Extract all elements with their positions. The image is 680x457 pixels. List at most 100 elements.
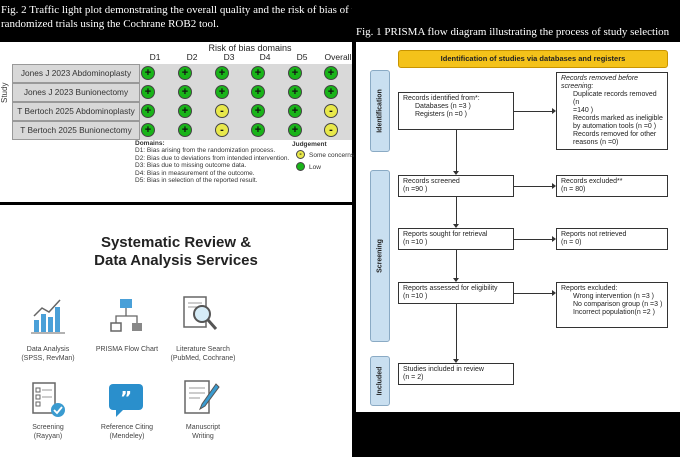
box-reports-excluded: Reports excluded: Wrong intervention (n … bbox=[556, 282, 668, 328]
legend-some-concerns-label: Some concerns bbox=[309, 152, 355, 159]
rob-row-background bbox=[140, 83, 352, 102]
service-data-analysis: Data Analysis (SPSS, RevMan) bbox=[21, 346, 75, 362]
low-risk-dot: + bbox=[288, 85, 302, 99]
low-risk-dot: + bbox=[141, 85, 155, 99]
arrow-sought-to-not-retrieved bbox=[514, 239, 552, 240]
rob-row-background bbox=[140, 64, 352, 83]
rob-title: Risk of bias domains bbox=[208, 43, 292, 53]
horizontal-divider bbox=[0, 202, 352, 205]
low-risk-dot: + bbox=[288, 104, 302, 118]
prisma-header: Identification of studies via databases … bbox=[398, 50, 668, 68]
box-reports-not-retrieved: Reports not retrieved (n = 0) bbox=[556, 228, 668, 250]
column-header-d3: D3 bbox=[223, 52, 235, 62]
study-row-label: T Bertoch 2025 Abdominoplasty bbox=[12, 102, 140, 121]
low-risk-dot: + bbox=[141, 123, 155, 137]
arrow-identified-to-screened bbox=[456, 130, 457, 171]
arrowhead bbox=[453, 171, 459, 175]
low-risk-dot: + bbox=[251, 104, 265, 118]
caption-line-1: Fig. 2 Traffic light plot demonstrating … bbox=[1, 4, 352, 16]
figure-1-caption: Fig. 1 PRISMA flow diagram illustrating … bbox=[352, 0, 680, 42]
arrow-assessed-to-reports-excluded bbox=[514, 293, 552, 294]
column-header-d4: D4 bbox=[259, 52, 271, 62]
arrowhead bbox=[552, 108, 556, 114]
some-concerns-dot: - bbox=[324, 123, 338, 137]
some-concerns-dot: - bbox=[215, 104, 229, 118]
box-records-removed: Records removed before screening: Duplic… bbox=[556, 72, 668, 150]
box-studies-included: Studies included in review (n = 2) bbox=[398, 363, 514, 385]
domains-title: Domains: bbox=[135, 140, 165, 147]
domain-list: D1: Bias arising from the randomization … bbox=[135, 147, 295, 185]
column-header-d5: D5 bbox=[296, 52, 308, 62]
low-risk-dot: + bbox=[215, 66, 229, 80]
domain-d1: D1: Bias arising from the randomization … bbox=[135, 147, 276, 154]
column-header-d1: D1 bbox=[149, 52, 161, 62]
flow-chart-icon bbox=[106, 296, 146, 336]
arrowhead bbox=[453, 359, 459, 363]
arrow-identified-to-removed bbox=[514, 111, 552, 112]
service-screening: Screening (Rayyan) bbox=[32, 424, 64, 440]
service-reference-citing: Reference Citing (Mendeley) bbox=[100, 424, 154, 440]
bottom-strip bbox=[352, 412, 680, 457]
judgement-title: Judgement bbox=[292, 141, 327, 148]
study-axis-label: Study bbox=[0, 82, 9, 103]
service-prisma-flow-chart: PRISMA Flow Chart bbox=[95, 346, 159, 353]
quote-bubble-icon: ” bbox=[106, 380, 146, 420]
domain-d2: D2: Bias due to deviations from intended… bbox=[135, 154, 290, 162]
services-title-line-1: Systematic Review & bbox=[100, 234, 252, 251]
low-risk-dot: + bbox=[324, 85, 338, 99]
low-risk-dot: + bbox=[288, 66, 302, 80]
low-risk-dot: + bbox=[178, 85, 192, 99]
arrow-assessed-to-included bbox=[456, 304, 457, 359]
domain-d5: D5: Bias in selection of the reported re… bbox=[135, 177, 258, 184]
legend-low-dot bbox=[296, 162, 305, 171]
low-risk-dot: + bbox=[178, 104, 192, 118]
arrowhead bbox=[552, 183, 556, 189]
service-literature-search: Literature Search (PubMed, Cochrane) bbox=[170, 346, 236, 362]
arrowhead bbox=[453, 224, 459, 228]
bar-chart-icon bbox=[28, 296, 68, 336]
column-header-overall: Overall bbox=[324, 52, 352, 62]
service-manuscript-writing: Manuscript Writing bbox=[185, 424, 221, 440]
services-title-line-2: Data Analysis Services bbox=[94, 252, 258, 269]
column-header-d2: D2 bbox=[186, 52, 198, 62]
low-risk-dot: + bbox=[141, 66, 155, 80]
checklist-icon bbox=[28, 380, 68, 420]
domain-d4: D4: Bias in measurement of the outcome. bbox=[135, 169, 255, 177]
low-risk-dot: + bbox=[178, 123, 192, 137]
low-risk-dot: + bbox=[288, 123, 302, 137]
some-concerns-dot: - bbox=[324, 104, 338, 118]
stage-identification: Identification bbox=[370, 70, 390, 152]
figure-2-caption: Fig. 2 Traffic light plot demonstrating … bbox=[0, 0, 352, 42]
box-records-identified: Records identified from*: Databases (n =… bbox=[398, 92, 514, 130]
low-risk-dot: + bbox=[324, 66, 338, 80]
rob-row-background bbox=[140, 121, 352, 140]
low-risk-dot: + bbox=[141, 104, 155, 118]
legend-some-concerns-dot: - bbox=[296, 150, 305, 159]
box-reports-assessed: Reports assessed for eligibility (n =10 … bbox=[398, 282, 514, 304]
arrow-sought-to-assessed bbox=[456, 250, 457, 278]
domain-d3: D3: Bias due to missing outcome data. bbox=[135, 162, 247, 169]
low-risk-dot: + bbox=[215, 85, 229, 99]
arrow-screened-to-sought bbox=[456, 197, 457, 224]
arrowhead bbox=[453, 278, 459, 282]
svg-text:”: ” bbox=[120, 388, 132, 409]
caption-line-2: randomized trials using the Cochrane ROB… bbox=[1, 18, 219, 30]
low-risk-dot: + bbox=[251, 123, 265, 137]
legend-low-label: Low bbox=[309, 164, 321, 171]
study-row-label: Jones J 2023 Abdominoplasty bbox=[12, 64, 140, 83]
arrow-screened-to-excluded bbox=[514, 186, 552, 187]
rob-row-background bbox=[140, 102, 352, 121]
arrowhead bbox=[552, 236, 556, 242]
document-pen-icon bbox=[180, 378, 220, 418]
study-row-label: Jones J 2023 Bunionectomy bbox=[12, 83, 140, 102]
low-risk-dot: + bbox=[251, 85, 265, 99]
stage-screening: Screening bbox=[370, 170, 390, 342]
study-row-label: T Bertoch 2025 Bunionectomy bbox=[12, 121, 140, 140]
box-reports-sought: Reports sought for retrieval (n =10 ) bbox=[398, 228, 514, 250]
box-records-screened: Records screened (n =90 ) bbox=[398, 175, 514, 197]
magnifier-document-icon bbox=[180, 294, 220, 334]
arrowhead bbox=[552, 290, 556, 296]
low-risk-dot: + bbox=[178, 66, 192, 80]
some-concerns-dot: - bbox=[215, 123, 229, 137]
vertical-divider bbox=[352, 42, 356, 412]
